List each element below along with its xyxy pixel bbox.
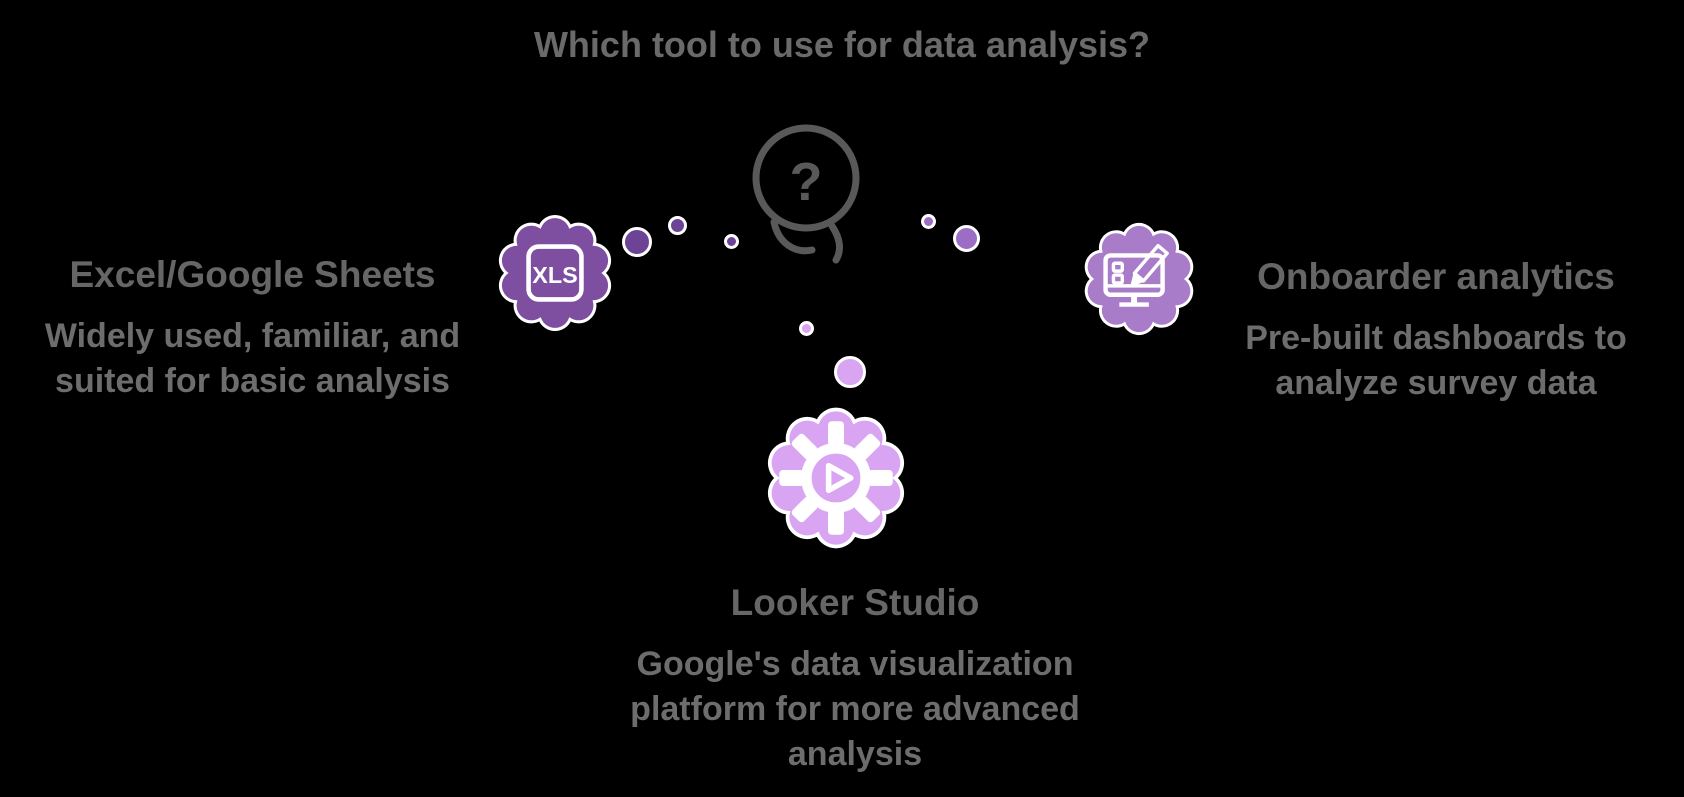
node-heading: Onboarder analytics bbox=[1257, 256, 1615, 297]
node-description: Widely used, familiar, and suited for ba… bbox=[44, 317, 461, 400]
xls-label: XLS bbox=[532, 262, 577, 288]
node-onboarder-analytics: Onboarder analytics Pre-built dashboards… bbox=[1196, 256, 1676, 406]
connector-dot-left-medium bbox=[668, 216, 687, 235]
node-description: Google's data visualization platform for… bbox=[630, 645, 1080, 773]
node-heading: Excel/Google Sheets bbox=[69, 254, 436, 295]
xls-spreadsheet-icon: XLS bbox=[494, 212, 616, 334]
thinking-head-graphic: ? bbox=[752, 124, 860, 264]
connector-dot-left-small bbox=[724, 234, 739, 249]
node-heading: Looker Studio bbox=[730, 582, 980, 623]
gear-play-graphic bbox=[767, 407, 905, 549]
svg-text:?: ? bbox=[790, 152, 823, 212]
dashboard-pencil-icon bbox=[1080, 220, 1198, 338]
connector-dot-right-small bbox=[921, 214, 936, 229]
node-description: Pre-built dashboards to analyze survey d… bbox=[1245, 319, 1627, 402]
node-looker-studio: Looker Studio Google's data visualizatio… bbox=[595, 582, 1115, 777]
connector-dot-left-large bbox=[622, 227, 652, 257]
connector-dot-bottom-large bbox=[834, 356, 866, 388]
connector-dot-right-large bbox=[953, 225, 980, 252]
thinking-head-icon: ? bbox=[744, 114, 868, 266]
connector-dot-bottom-small bbox=[799, 321, 814, 336]
page-title: Which tool to use for data analysis? bbox=[533, 24, 1151, 65]
xls-spreadsheet-graphic: XLS bbox=[498, 215, 612, 331]
dashboard-pencil-graphic bbox=[1084, 222, 1194, 336]
gear-play-icon bbox=[760, 404, 912, 552]
node-excel-google-sheets: Excel/Google Sheets Widely used, familia… bbox=[0, 254, 505, 404]
